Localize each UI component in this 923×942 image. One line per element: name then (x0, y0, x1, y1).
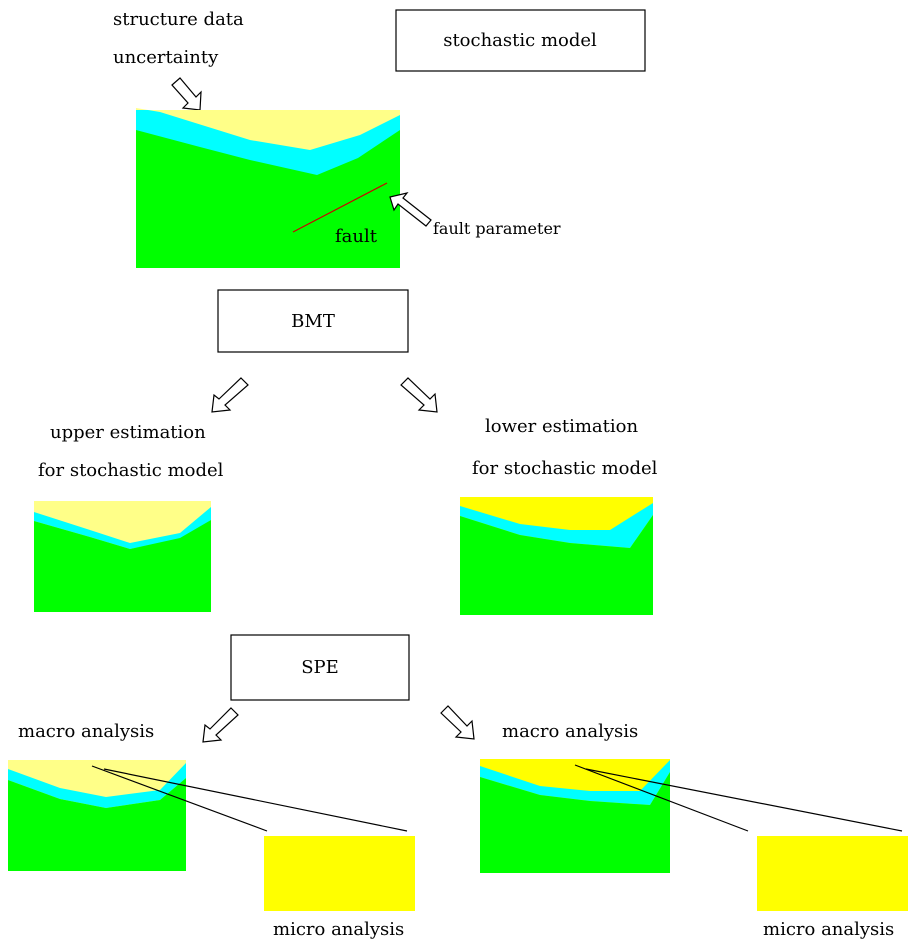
micro-analysis-right-label: micro analysis (763, 919, 894, 940)
fault-line (292, 182, 388, 233)
structure-data-label: structure data (113, 9, 244, 30)
zoom-line-right-1 (574, 764, 749, 832)
zoom-line-left-2 (103, 768, 408, 832)
spe-label: SPE (301, 657, 339, 678)
uncertainty-label: uncertainty (113, 47, 219, 68)
bmt-box (217, 289, 409, 353)
top-layer-cap (136, 108, 400, 150)
macro-model-left (8, 760, 186, 871)
macro-analysis-left-label: macro analysis (18, 721, 154, 742)
spe-box (230, 634, 410, 701)
upper-estimation-model (34, 501, 211, 612)
bottom-layer (136, 130, 400, 268)
macro-analysis-right-label: macro analysis (502, 721, 638, 742)
stochastic-model-label: stochastic model (443, 30, 597, 51)
spe-left-arrow-icon (202, 707, 239, 743)
fault-parameter-label: fault parameter (433, 219, 561, 238)
spe-right-arrow-icon (440, 705, 475, 740)
micro-box-left (264, 836, 415, 911)
zoom-line-left-1 (91, 765, 268, 832)
fault-parameter-arrow-icon (389, 192, 432, 227)
lower-for-stochastic-label: for stochastic model (472, 458, 658, 479)
lower-estimation-label: lower estimation (485, 416, 638, 437)
fault-label: fault (335, 226, 378, 247)
uncertainty-arrow-icon (171, 77, 202, 111)
lower-estimation-model (460, 497, 653, 615)
stochastic-model-box (395, 9, 646, 72)
bmt-right-arrow-icon (400, 377, 438, 413)
macro-model-right (480, 759, 670, 873)
zoom-line-right-2 (585, 768, 903, 832)
upper-estimation-label: upper estimation (50, 422, 206, 443)
main-model-section (136, 108, 400, 268)
bmt-left-arrow-icon (211, 377, 249, 413)
micro-box-right (757, 836, 908, 911)
bmt-label: BMT (291, 311, 335, 332)
micro-analysis-left-label: micro analysis (273, 919, 404, 940)
upper-for-stochastic-label: for stochastic model (38, 460, 224, 481)
